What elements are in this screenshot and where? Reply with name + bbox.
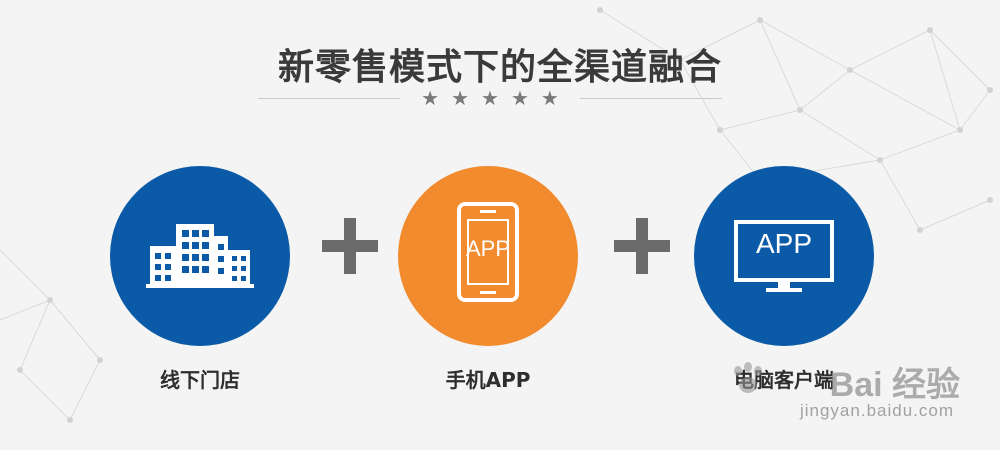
star-rating-decoration: ★★★★★ (421, 86, 571, 110)
paw-icon (734, 362, 762, 393)
phone-app-text: APP (465, 236, 511, 261)
buildings-icon (146, 224, 254, 288)
title-divider-left (258, 98, 400, 99)
page-title: 新零售模式下的全渠道融合 (277, 47, 722, 88)
plus-sign (322, 218, 378, 274)
mobile-app-circle: APP (398, 166, 578, 346)
mobile-app-label: 手机APP (445, 368, 531, 392)
monitor-app-icon (734, 220, 834, 292)
plus-sign (614, 218, 670, 274)
baidu-jingyan-watermark: Bai 经验 jingyan.baidu.com (720, 355, 960, 435)
monitor-app-text: APP (755, 228, 813, 259)
phone-app-icon (457, 202, 519, 302)
title-divider-right (580, 98, 722, 99)
watermark-url: jingyan.baidu.com (799, 401, 954, 420)
offline-store-circle (110, 166, 290, 346)
offline-store-label: 线下门店 (160, 368, 240, 392)
desktop-client-circle: APP (694, 166, 874, 346)
watermark-logo: Bai 经验 (829, 366, 960, 404)
